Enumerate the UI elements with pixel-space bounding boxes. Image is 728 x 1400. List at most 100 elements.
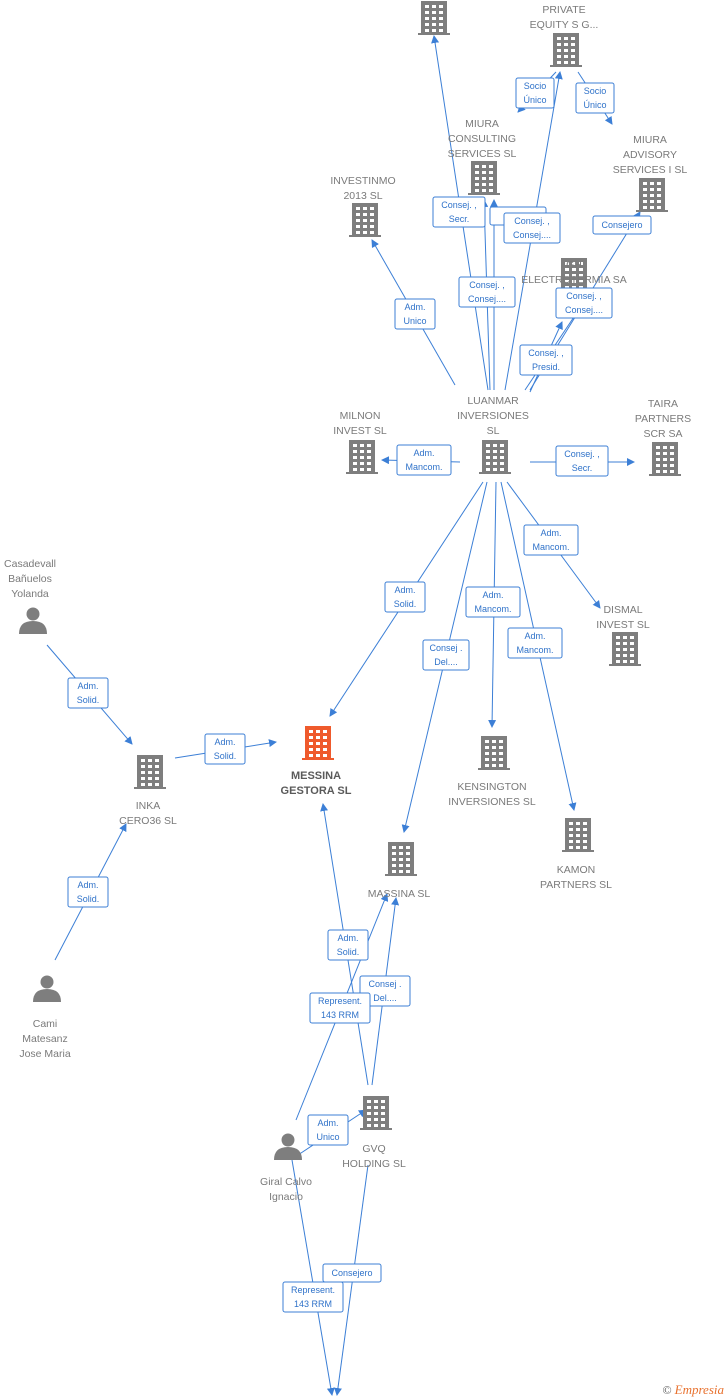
edge-label-e9[interactable]: Consej. ,Consej.... [555,287,613,319]
node-label: ELECTROTERMIA SA [521,274,627,286]
edge-label-text: Secr. [572,463,593,473]
edge-label-text: Del.... [434,657,458,667]
edge-label-e17[interactable]: Adm.Mancom. [507,627,563,659]
edge-label-e13[interactable]: Adm.Mancom. [523,524,579,556]
node-label: PRIVATE [542,4,585,16]
edge-label-text: Solid. [394,599,417,609]
node-top[interactable] [418,1,450,35]
edge-label-text: Mancom. [516,645,553,655]
edge-label-e22[interactable]: Consej .Del.... [359,975,411,1007]
building-icon [550,33,582,67]
edge-label-e1[interactable]: Consej. ,Secr. [432,196,486,228]
edge-label-e12[interactable]: Consej. , Secr. [555,445,609,477]
node-label: Bañuelos [8,573,52,585]
edge-label-text: Consej. , [514,216,550,226]
edge-label-e20[interactable]: Adm.Solid. [67,876,109,908]
edge-label-e25[interactable]: Represent.143 RRM [282,1281,344,1313]
node-label: Ignacio [269,1191,303,1203]
edge-label-box [282,1281,344,1313]
node-label: CONSULTING [448,133,516,145]
edge-label-e8[interactable]: Consej. ,Consej.... [458,276,516,308]
edge-label-e16[interactable]: Consej .Del.... [422,639,470,671]
node-label: DISMAL [603,604,642,616]
node-label: MIURA [465,118,499,130]
edge-label-text: Mancom. [405,462,442,472]
building-icon [418,1,450,35]
edge-label-e24[interactable]: Adm.Unico [307,1114,349,1146]
person-icon [19,607,47,634]
edge-label-e11[interactable]: Adm. Mancom. [396,444,452,476]
node-label: TAIRA [648,398,678,410]
node-label: MASSINA SL [368,888,431,900]
node-label: INVEST SL [596,619,650,631]
edge-label-text: Presid. [532,362,560,372]
edge-label-e14[interactable]: Adm.Solid. [384,581,426,613]
node-label: Jose Maria [19,1048,71,1060]
edge-label-e5[interactable]: Consej. ,Consej.... [503,212,561,244]
edge-label-box [503,212,561,244]
building-icon [479,440,511,474]
edge-label-e19[interactable]: Adm.Solid. [204,733,246,765]
node-label: HOLDING SL [342,1158,406,1170]
edge-label-e15[interactable]: Adm. Mancom. [465,586,521,618]
edge-label-text: Mancom. [532,542,569,552]
node-label: LUANMAR [467,395,519,407]
building-icon [134,755,166,789]
node-label: INVERSIONES SL [448,796,536,808]
node-label: Cami [33,1018,58,1030]
node-label: INVERSIONES [457,410,529,422]
edge-label-e18[interactable]: Adm.Solid. [67,677,109,709]
node-label: MILNON [340,410,381,422]
edge-label-e26[interactable]: Consejero [322,1263,382,1283]
edge-label-text: Socio [524,81,547,91]
edge-label-box [422,639,470,671]
edge-label-text: Consej. , [528,348,564,358]
edge-label-text: 143 RRM [294,1299,332,1309]
edge-label-e7[interactable]: Adm.Unico [394,298,436,330]
edge-label-text: Mancom. [474,604,511,614]
node-massina[interactable]: MASSINA SL [368,842,431,900]
building-icon [302,726,334,760]
building-icon [636,178,668,212]
edge-label-e23[interactable]: Represent.143 RRM [309,992,371,1024]
edge-label-e10[interactable]: Consej. , Presid. [519,344,573,376]
edge-label-box [327,929,369,961]
edge-label-text: Adm. [482,590,503,600]
footer-brand: © Empresia [663,1382,724,1398]
edge-label-text: Consej. , [564,449,600,459]
edge-label-text: Unico [403,316,426,326]
edge-label-text: Adm. [413,448,434,458]
copyright-symbol: © [662,1383,672,1397]
node-label: SERVICES I SL [613,164,688,176]
node-label: Casadevall [4,558,56,570]
building-icon [468,161,500,195]
edge-label-text: Unico [316,1132,339,1142]
edge-label-e6[interactable]: Consejero [592,215,652,235]
edge-label-box [309,992,371,1024]
node-dismal[interactable]: DISMAL INVEST SL [596,604,650,666]
edge-label-e21[interactable]: Adm.Solid. [327,929,369,961]
edge-label-box [555,287,613,319]
edge-label-text: Único [583,100,606,110]
node-label: GESTORA SL [281,785,352,797]
edge-label-box [359,975,411,1007]
